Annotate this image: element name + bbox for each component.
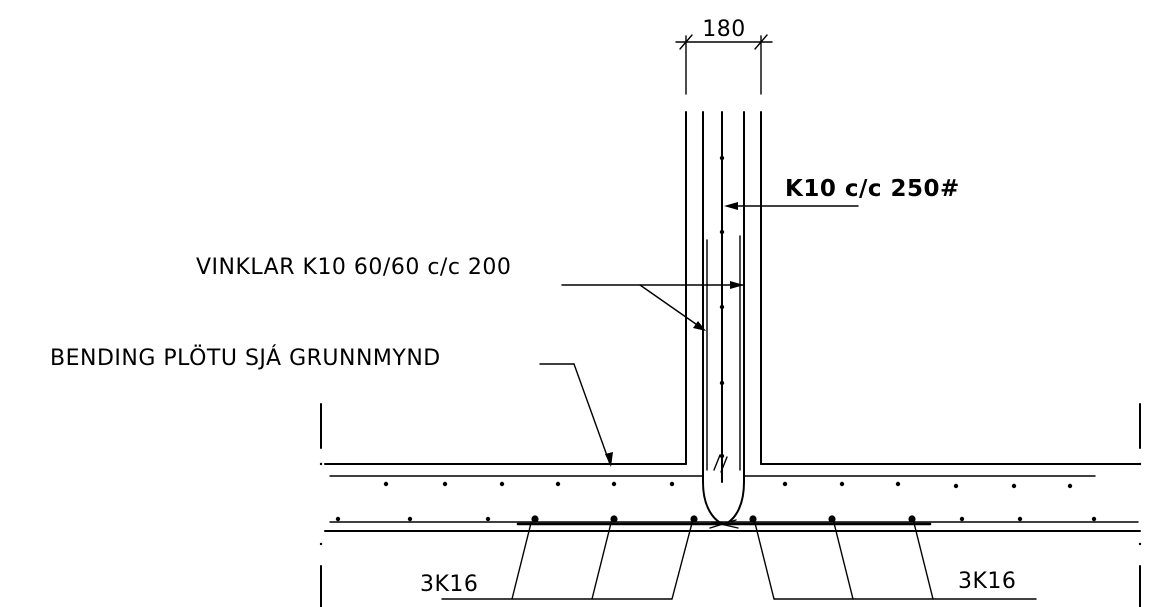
rebar-dot bbox=[611, 481, 617, 487]
leader-line bbox=[913, 522, 934, 600]
k16-bar bbox=[531, 515, 539, 523]
rebar-dot bbox=[1011, 483, 1017, 489]
leader-arrowhead bbox=[724, 202, 738, 210]
leader-line bbox=[833, 522, 854, 600]
leader-arrowhead bbox=[730, 281, 744, 289]
label-bottom-right-bars: 3K16 bbox=[754, 522, 1037, 600]
rebar-dot bbox=[719, 304, 725, 310]
leader-arrowhead bbox=[693, 321, 706, 331]
rebar-dot bbox=[555, 481, 561, 487]
rebar-dot bbox=[719, 380, 725, 386]
label-vertical-rebar: K10 c/c 250# bbox=[724, 176, 960, 210]
tick-left bbox=[679, 34, 693, 50]
break-mark-2 bbox=[720, 456, 728, 473]
rebar-dot bbox=[719, 155, 725, 161]
corner-bars-label: VINKLAR K10 60/60 c/c 200 bbox=[196, 255, 511, 280]
rebar-dot bbox=[335, 516, 341, 522]
rebar-dot bbox=[953, 483, 959, 489]
rebar-dot bbox=[895, 481, 901, 487]
leader-line bbox=[639, 284, 704, 330]
rebar-dot bbox=[782, 481, 788, 487]
rebar-dot bbox=[719, 229, 725, 235]
rebar-dot bbox=[499, 481, 505, 487]
rebar-dot bbox=[839, 481, 845, 487]
leader-line bbox=[573, 363, 611, 465]
rebar-dot bbox=[485, 516, 491, 522]
edge-dot bbox=[319, 542, 323, 546]
slab bbox=[319, 403, 1142, 607]
rebar-dot bbox=[1091, 516, 1097, 522]
rebar-dot bbox=[442, 481, 448, 487]
rebar-dot bbox=[959, 516, 965, 522]
bottom-left-bars-label: 3K16 bbox=[420, 572, 478, 597]
k16-bar bbox=[690, 515, 698, 523]
wall bbox=[685, 111, 762, 465]
wall-width-label: 180 bbox=[702, 17, 746, 42]
slab-bending-label: BENDING PLÖTU SJÁ GRUNNMYND bbox=[50, 345, 441, 371]
k16-bar bbox=[828, 515, 836, 523]
break-mark-1 bbox=[713, 454, 721, 471]
label-slab-bending: BENDING PLÖTU SJÁ GRUNNMYND bbox=[50, 345, 613, 467]
edge-dot bbox=[1138, 462, 1142, 466]
k16-bar bbox=[908, 515, 916, 523]
rebar-dot bbox=[719, 453, 725, 459]
label-bottom-left-bars: 3K16 bbox=[420, 522, 693, 600]
leader-line bbox=[671, 522, 693, 600]
leader-line bbox=[591, 522, 612, 600]
leader-line bbox=[754, 522, 775, 600]
wall-reinforcement bbox=[702, 111, 745, 529]
label-corner-bars: VINKLAR K10 60/60 c/c 200 bbox=[196, 255, 745, 331]
rebar-dot bbox=[669, 481, 675, 487]
rebar-dot bbox=[1067, 483, 1073, 489]
rebar-dot bbox=[407, 516, 413, 522]
k16-bar bbox=[749, 515, 757, 523]
wall-width-dimension: 180 bbox=[675, 17, 773, 95]
bottom-right-bars-label: 3K16 bbox=[958, 569, 1016, 594]
vertical-rebar-label: K10 c/c 250# bbox=[785, 176, 960, 202]
edge-dot bbox=[319, 462, 323, 466]
tick-right bbox=[754, 34, 768, 50]
u-bar bbox=[702, 111, 745, 525]
rebar-dot bbox=[1017, 516, 1023, 522]
leader-line bbox=[511, 522, 532, 600]
rebar-dot bbox=[383, 481, 389, 487]
edge-dot bbox=[1138, 542, 1142, 546]
k16-bar bbox=[610, 515, 618, 523]
leader-arrowhead bbox=[605, 452, 613, 467]
